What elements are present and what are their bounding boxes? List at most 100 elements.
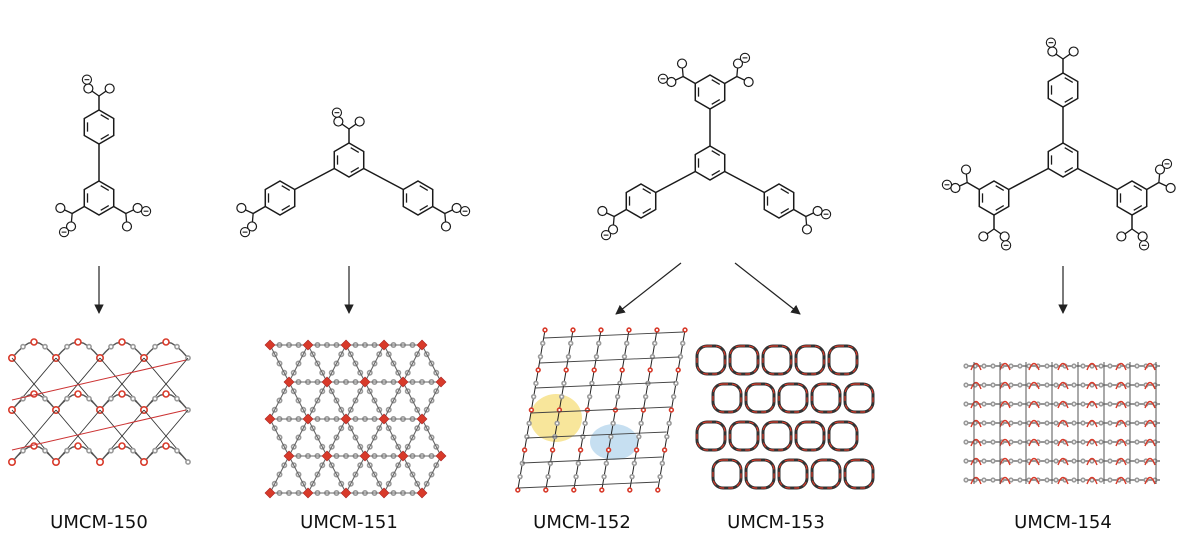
single-bond: [655, 170, 696, 194]
net-umcm-151: [264, 339, 447, 499]
atom-node: [152, 447, 158, 454]
atom-node: [1053, 477, 1059, 483]
atom-node: [1017, 439, 1023, 445]
atom-node: [1125, 477, 1131, 483]
oxygen-atom: [950, 182, 961, 194]
atom-node: [535, 367, 541, 373]
oxygen-arc: [1144, 400, 1156, 409]
double-bond: [1133, 185, 1143, 191]
cage-oxygens: [696, 345, 726, 375]
oxygen-arc: [1144, 362, 1156, 371]
atom-node: [130, 343, 136, 350]
framework-edge: [288, 418, 309, 457]
oxygen-arc: [970, 476, 982, 485]
metal-cluster: [359, 450, 371, 462]
atom-node: [51, 457, 60, 466]
atom-node: [981, 363, 987, 369]
cage-loop: [744, 458, 776, 490]
single-bond: [1146, 181, 1160, 191]
framework-edge: [364, 418, 385, 457]
atom-node: [1053, 420, 1059, 426]
double-bond: [100, 205, 110, 211]
atom-node: [130, 395, 136, 402]
atom-node: [517, 473, 523, 480]
cage-oxygens: [762, 345, 792, 375]
linker-umcm-151: [236, 107, 471, 238]
single-bond: [793, 208, 807, 218]
atom-node: [629, 473, 635, 480]
oxygen-atom: [104, 83, 115, 94]
atom-node: [990, 477, 996, 483]
framework-edge: [383, 381, 404, 420]
metal-cluster: [340, 487, 352, 499]
framework-edge: [402, 381, 423, 420]
oxygen-arc: [1028, 476, 1040, 485]
oxygen-arc: [1057, 381, 1069, 390]
atom-node: [545, 473, 551, 480]
label-umcm-152: UMCM-152: [533, 512, 631, 533]
atom-node: [981, 477, 987, 483]
atom-node: [1098, 477, 1104, 483]
framework-edge: [288, 381, 309, 420]
oxygen-atom: [1068, 46, 1079, 57]
metal-cluster: [416, 487, 428, 499]
atom-node: [1107, 363, 1113, 369]
atom-node: [612, 407, 619, 413]
oxygen-arc: [1028, 419, 1040, 428]
benzene-ring: [694, 145, 726, 181]
label-umcm-153: UMCM-153: [727, 512, 825, 533]
atom-node: [981, 458, 987, 464]
atom-node: [1125, 439, 1131, 445]
metal-cluster: [321, 450, 333, 462]
atom-node: [990, 382, 996, 388]
oxygen-atom: [55, 202, 66, 214]
metal-cluster: [378, 413, 390, 425]
cage-loop: [810, 382, 842, 414]
oxygen-arc: [1057, 400, 1069, 409]
atom-node: [647, 367, 653, 373]
oxygen-atom: [1165, 182, 1176, 194]
atom-node: [584, 407, 591, 413]
atom-node: [1017, 363, 1023, 369]
linker-molecules: [55, 37, 1176, 251]
double-bond: [1064, 77, 1074, 83]
oxygen-atom: [333, 116, 344, 127]
metal-cluster: [397, 376, 409, 388]
framework-edge: [307, 418, 328, 457]
atom-node: [64, 395, 70, 402]
atom-node: [543, 487, 549, 493]
atom-node: [20, 343, 26, 350]
atom-node: [638, 420, 644, 427]
atom-node: [963, 382, 969, 388]
atom-node: [1044, 439, 1050, 445]
cage-loop: [843, 458, 875, 490]
atom-node: [603, 460, 610, 467]
cage-loop: [711, 382, 743, 414]
cage-loop: [761, 344, 793, 376]
framework-edge: [326, 455, 347, 494]
framework-edge: [345, 381, 366, 420]
atom-node: [1125, 363, 1131, 369]
atom-node: [528, 407, 535, 413]
atom-node: [1134, 401, 1140, 407]
oxygen-arc: [1115, 476, 1127, 485]
atom-node: [652, 340, 658, 347]
atom-node: [598, 327, 604, 333]
single-bond: [724, 170, 765, 194]
double-bond: [1064, 167, 1074, 173]
atom-node: [963, 363, 969, 369]
net-umcm-153: [695, 344, 875, 490]
atom-node: [174, 343, 180, 350]
double-bond: [100, 185, 110, 191]
cage-oxygens: [778, 383, 808, 413]
atom-node: [185, 459, 191, 465]
cage-oxygens: [712, 459, 742, 489]
framework-edge: [383, 344, 404, 383]
atom-node: [152, 395, 158, 402]
framework-edge: [421, 344, 442, 383]
double-bond: [995, 205, 1005, 211]
atom-node: [162, 338, 170, 346]
atom-node: [1053, 439, 1059, 445]
atom-node: [1107, 420, 1113, 426]
atom-node: [521, 447, 528, 453]
